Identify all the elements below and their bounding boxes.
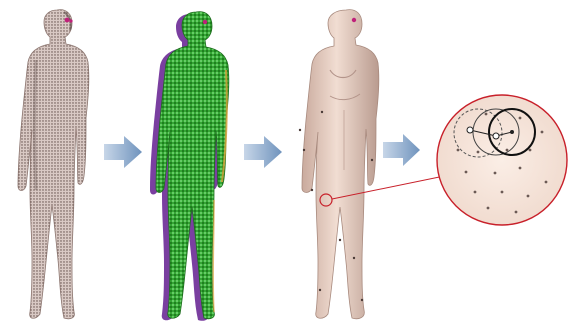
point-cloud-figure xyxy=(18,10,89,319)
arrow-2-icon xyxy=(244,136,282,168)
eye-marker-icon xyxy=(65,18,70,23)
arrow-3-icon xyxy=(383,134,420,166)
voxel-figure xyxy=(150,12,229,321)
arrow-1-icon xyxy=(104,136,142,168)
surface-figure xyxy=(299,10,379,319)
zoom-circle xyxy=(437,95,567,225)
